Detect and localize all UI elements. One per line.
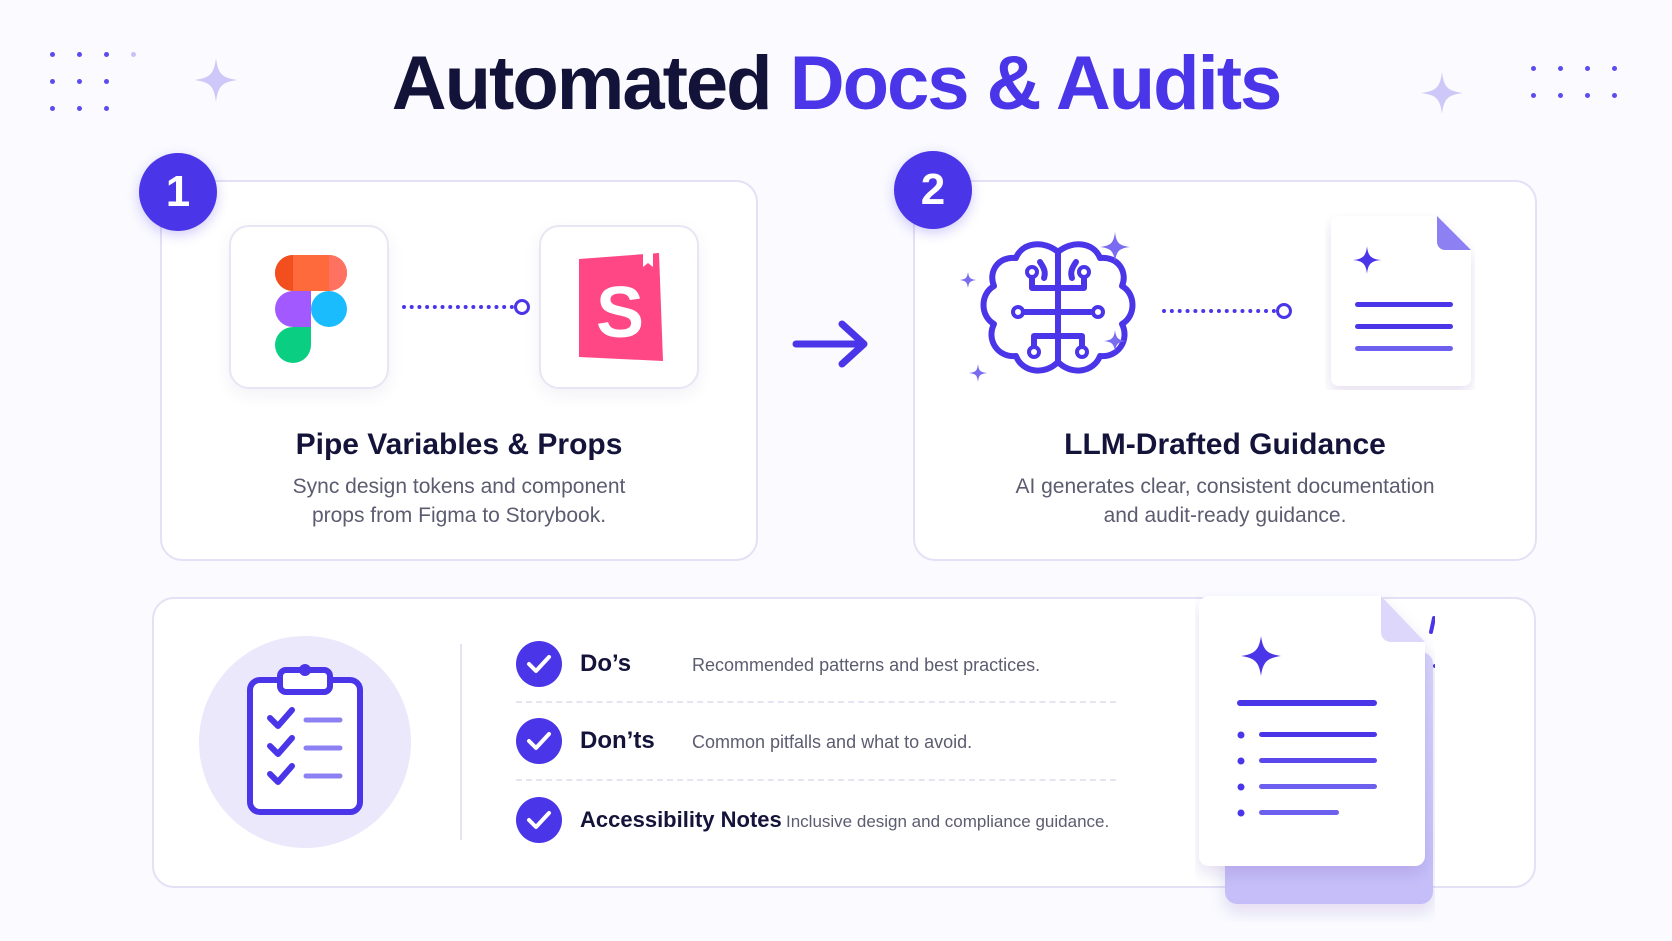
row-divider (516, 779, 1116, 781)
connector-figma-storybook (402, 299, 530, 315)
storybook-letter: S (596, 273, 644, 353)
checklist-item-label: Accessibility Notes (580, 807, 782, 832)
title-part-accent: Docs & Audits (789, 41, 1283, 126)
step-title: LLM-Drafted Guidance (1064, 428, 1386, 461)
arrow-right-icon (792, 320, 868, 368)
checklist-item-label: Do’s (580, 650, 632, 677)
brain-circuit-icon (960, 241, 1136, 382)
decorative-dots-right (1531, 66, 1617, 98)
figma-logo-icon (275, 255, 347, 363)
stacked-document-icon (1199, 596, 1435, 904)
checklist-item-label: Don’ts (580, 727, 655, 754)
step-description: AI generates clear, consistent documenta… (945, 472, 1505, 530)
step-description: Sync design tokens and component props f… (220, 472, 698, 530)
sparkle-icon (1104, 330, 1126, 352)
check-circle-icon (516, 641, 562, 687)
step-title: Pipe Variables & Props (295, 428, 623, 461)
clipboard-checklist-icon (247, 664, 363, 815)
checklist-item-desc: Inclusive design and compliance guidance… (786, 812, 1110, 831)
document-sparkle-icon (1331, 216, 1471, 386)
step-description-line: props from Figma to Storybook. (311, 504, 607, 527)
checklist-item-desc: Recommended patterns and best practices. (692, 655, 1041, 675)
divider (460, 644, 462, 840)
page-title: Automated Docs & Audits (0, 40, 1672, 127)
step-number-badge: 2 (894, 151, 972, 229)
sparkle-icon (194, 58, 238, 102)
step-description-line: Sync design tokens and component (292, 475, 626, 498)
step-description-line: and audit-ready guidance. (1103, 504, 1347, 527)
checklist-item-desc: Common pitfalls and what to avoid. (692, 732, 973, 752)
decorative-dots-left (50, 52, 136, 111)
connector-ai-document (1162, 303, 1292, 319)
step-description-line: AI generates clear, consistent documenta… (1015, 475, 1435, 498)
check-circle-icon (516, 718, 562, 764)
step-number-badge: 1 (139, 153, 217, 231)
row-divider (516, 701, 1116, 703)
figma-tile (229, 225, 389, 389)
check-circle-icon (516, 797, 562, 843)
storybook-logo-icon: S (579, 249, 663, 361)
sparkle-icon (1421, 72, 1463, 114)
sparkle-icon (1100, 232, 1130, 262)
storybook-tile: S (539, 225, 699, 389)
title-part-dark: Automated (391, 41, 773, 126)
